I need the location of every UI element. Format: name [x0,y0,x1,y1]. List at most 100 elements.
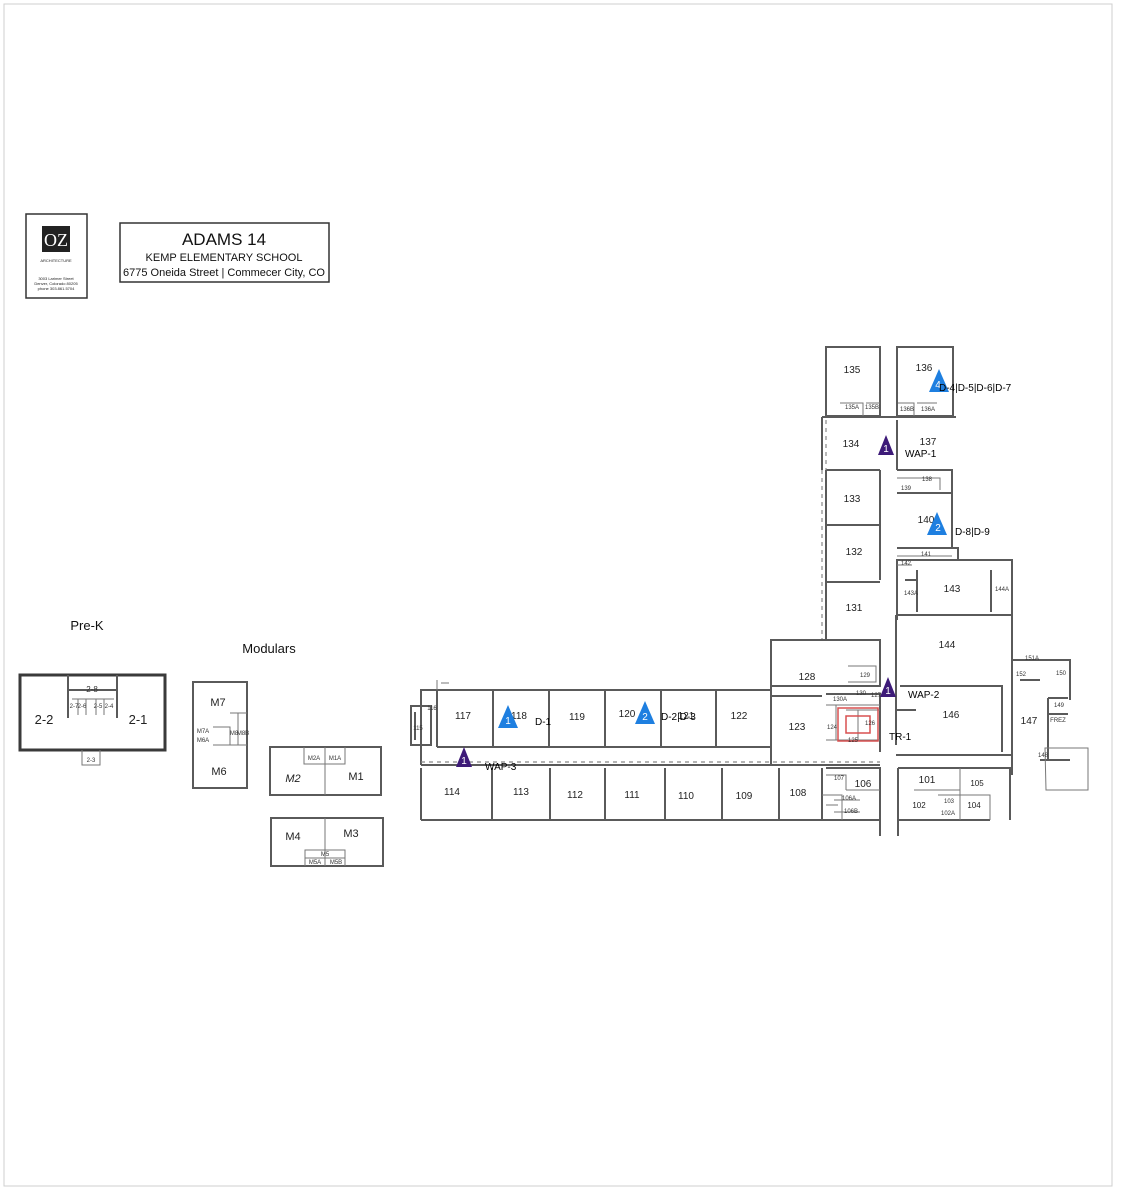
prek-room-2-8: 2-8 [86,685,98,694]
prek-room-2-5: 2-5 [94,704,103,710]
title-block: ADAMS 14 KEMP ELEMENTARY SCHOOL 6775 One… [119,222,330,283]
architect-logo: OZ ARCHITECTURE 3003 Larimer Street Denv… [25,213,88,299]
title-school: KEMP ELEMENTARY SCHOOL [146,252,303,264]
access-point-triangle [456,747,472,767]
room-141: 141 [921,552,932,558]
room-135a: 135A [845,405,859,411]
room-121: 121 [678,711,695,722]
room-134: 134 [843,439,860,450]
room-149: 149 [1054,703,1065,709]
room-147: 147 [1021,716,1038,727]
title-address: 6775 Oneida Street | Commecer City, CO [123,267,325,279]
device-marker-number: 4 [935,380,941,391]
room-117: 117 [455,711,471,722]
device-marker-number: 1 [505,716,511,727]
west-wing [410,680,880,821]
room-122: 122 [731,711,748,722]
logo-phone: phone 303.861.5704 [38,286,75,291]
logo-address-2: Denver, Colorado 80205 [34,281,78,286]
room-120: 120 [619,709,636,720]
room-135: 135 [844,365,861,376]
access-point-marker-wap3[interactable]: 1 WAP-3 [456,747,517,773]
room-109: 109 [736,791,753,802]
room-136a: 136A [921,407,935,413]
room-124: 124 [827,725,838,731]
room-151a: 151A [1025,656,1039,662]
telecom-room-label: TR-1 [889,732,912,743]
room-136: 136 [916,363,933,374]
room-148: 148 [1038,753,1049,759]
access-point-triangle [878,435,894,455]
modulars-heading: Modulars [242,641,296,656]
device-marker-label: D-1 [535,717,552,728]
modular-room-m6a: M6A [197,738,209,744]
room-129: 129 [860,673,871,679]
room-136b: 136B [900,407,914,413]
room-132: 132 [846,547,863,558]
room-144: 144 [939,640,956,651]
device-marker-d8-d9[interactable]: 2 D-8|D-9 [927,512,990,538]
access-point-label: WAP-2 [908,690,940,701]
room-102: 102 [912,801,926,810]
prek-building: 2-2 2-8 2-1 2-7 2-6 2-5 2-4 2-3 [18,673,167,766]
room-152: 152 [1016,672,1027,678]
title-district: ADAMS 14 [182,230,266,249]
room-106b: 106B [844,809,858,815]
room-138: 138 [922,477,933,483]
room-146: 146 [943,710,960,721]
modular-room-m3: M3 [343,828,358,840]
room-133: 133 [844,494,861,505]
prek-room-2-7: 2-7 [70,704,79,710]
room-140: 140 [918,515,935,526]
room-113: 113 [513,787,529,798]
prek-room-2-4: 2-4 [105,704,114,710]
room-frez: FREZ [1050,718,1066,724]
room-118: 118 [511,711,527,722]
modular-room-m5b: M5B [330,860,342,866]
room-123: 123 [789,722,806,733]
access-point-label: WAP-3 [485,762,517,773]
room-106: 106 [855,779,872,790]
room-139: 139 [901,486,912,492]
room-119: 119 [569,712,585,723]
device-marker-d1[interactable]: 1 D-1 [498,705,552,728]
access-point-marker-wap2[interactable]: 1 WAP-2 [880,677,940,701]
room-127: 127 [871,693,882,699]
room-143: 143 [944,584,961,595]
room-106a: 106A [842,796,856,802]
room-131: 131 [846,603,863,614]
logo-mark [42,226,70,252]
modular-room-m2a: M2A [308,756,320,762]
device-marker-d4-d7[interactable]: 4 D-4|D-5|D-6|D-7 [929,369,1012,394]
room-143a: 143A [904,591,918,597]
room-144a: 144A [995,587,1009,593]
device-marker-d2-d3[interactable]: 2 D-2|D-3 [635,701,696,724]
room-135b: 135B [865,405,879,411]
prek-room-2-3: 2-3 [87,758,96,764]
access-point-number: 1 [883,444,889,455]
modular-m1-m2: M2A M1A M2 M1 [269,746,382,796]
modular-room-m7a: M7A [197,729,209,735]
page-border [3,3,1113,1187]
modular-room-m5: M5 [321,852,330,858]
room-142: 142 [901,561,912,567]
room-107: 107 [834,776,845,782]
room-115: 115 [413,726,423,732]
room-102a: 102A [941,811,955,817]
access-point-triangle [880,677,896,697]
modular-room-m7: M7 [210,697,225,709]
device-marker-number: 2 [642,712,648,723]
logo-address-1: 3003 Larimer Street [38,276,74,281]
prek-room-2-1: 2-1 [129,712,148,727]
southeast-block [826,767,1011,836]
modular-room-m4: M4 [285,831,300,843]
telecom-room-marker-tr1[interactable]: TR-1 [889,732,912,743]
room-103: 103 [944,799,955,805]
room-126: 126 [865,721,876,727]
room-104: 104 [967,801,981,810]
prek-room-2-2: 2-2 [35,712,54,727]
access-point-marker-wap1[interactable]: 1 WAP-1 [878,435,937,460]
room-130: 130 [856,691,867,697]
